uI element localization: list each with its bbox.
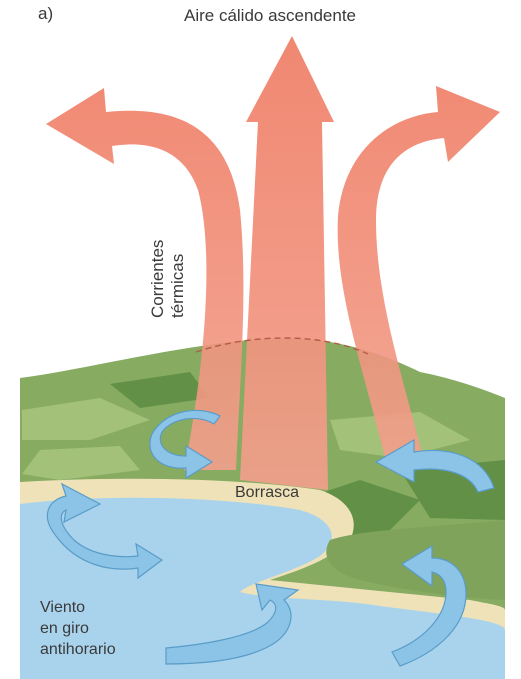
diagram-title: Aire cálido ascendente	[184, 6, 356, 26]
storm-label: Borrasca	[235, 484, 299, 502]
thermal-currents-line-2: térmicas	[168, 240, 188, 318]
wind-label: Viento en giro antihorario	[40, 598, 116, 660]
wind-label-line-2: en giro	[40, 619, 116, 640]
wind-label-line-3: antihorario	[40, 640, 116, 661]
wind-label-line-1: Viento	[40, 598, 116, 619]
panel-label: a)	[38, 4, 53, 24]
thermal-currents-line-1: Corrientes	[148, 240, 168, 318]
thermal-currents-label: Corrientes térmicas	[148, 240, 187, 318]
